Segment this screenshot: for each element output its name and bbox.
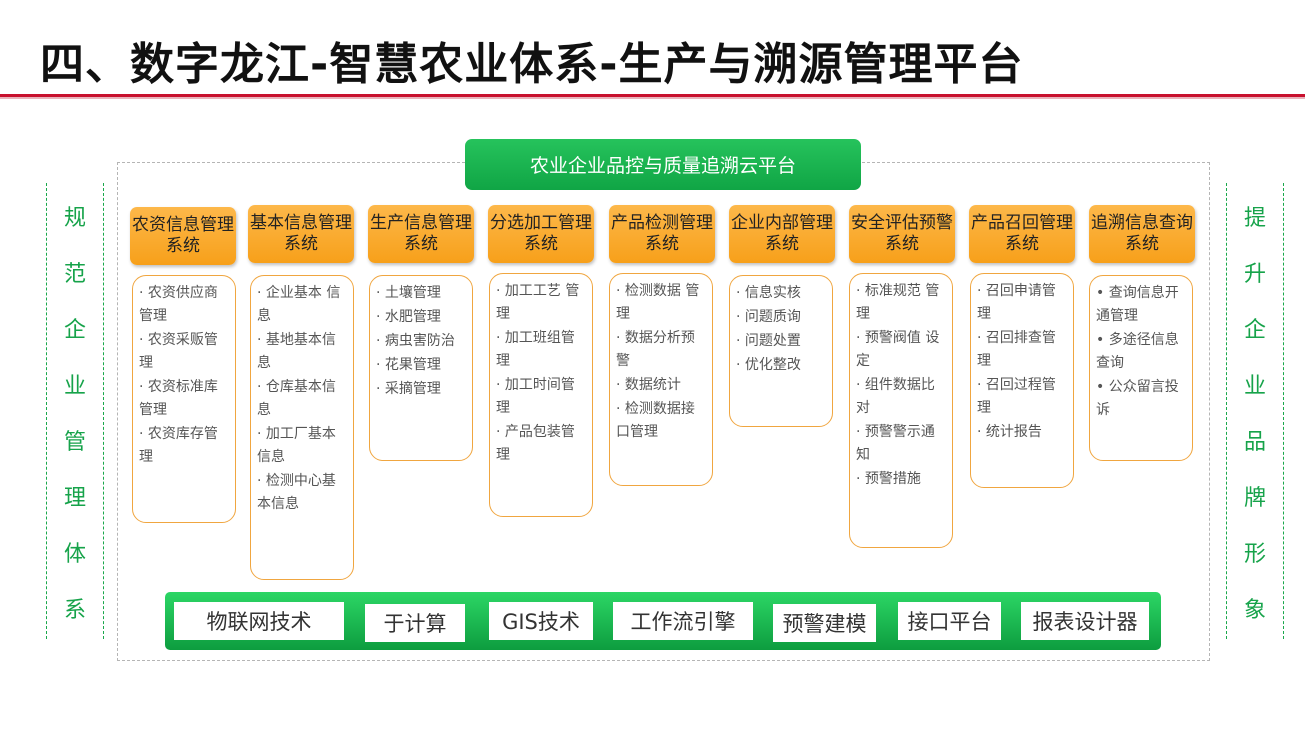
module-body-inspection: · 检测数据 管理 · 数据分析预 警 · 数据统计 · 检测数据接 口管理 (609, 273, 713, 486)
module-item: · 统计报告 (977, 424, 1042, 440)
module-item: · 花果管理 (376, 357, 441, 373)
module-body-production: · 土壤管理 · 水肥管理 · 病虫害防治 · 花果管理 · 采摘管理 (369, 275, 473, 461)
module-item: · 仓库基本信 息 (257, 379, 336, 418)
module-header-safety: 安全评估预警系统 (849, 205, 955, 263)
module-body-internal: · 信息实核 · 问题质询 · 问题处置 · 优化整改 (729, 275, 833, 427)
module-item: · 预警措施 (856, 471, 921, 487)
module-header-internal: 企业内部管理系统 (729, 205, 835, 263)
tech-interface: 接口平台 (898, 602, 1001, 640)
module-item: · 水肥管理 (376, 309, 441, 325)
module-item: · 组件数据比 对 (856, 377, 935, 416)
module-item: · 召回申请管理 (977, 283, 1056, 322)
page-title: 四、数字龙江-智慧农业体系-生产与溯源管理平台 (40, 39, 1024, 90)
module-body-agri-supplies: · 农资供应商 管理 · 农资采贩管理 · 农资标准库 管理 · 农资库存管 理 (132, 275, 236, 523)
module-item: · 农资采贩管理 (139, 332, 218, 371)
module-item: · 农资标准库 管理 (139, 379, 218, 418)
module-item: · 预警阀值 设定 (856, 330, 940, 369)
module-item: · 加工工艺 管理 (496, 283, 580, 322)
module-item: · 预警警示通 知 (856, 424, 935, 463)
right-side-char: 业 (1243, 374, 1266, 399)
tech-cloud: 于计算 (365, 604, 465, 642)
module-header-inspection: 产品检测管理系统 (609, 205, 715, 263)
module-body-trace-query: • 查询信息开通管理 • 多途径信息查询 • 公众留言投诉 (1089, 275, 1193, 461)
left-side-panel: 规范企业管理体系 (46, 183, 104, 639)
module-item: · 产品包装管 理 (496, 424, 575, 463)
title-divider-shadow (0, 97, 1305, 99)
module-item: · 检测中心基本信息 (257, 473, 336, 512)
module-header-trace-query: 追溯信息查询系统 (1089, 205, 1195, 263)
module-item: · 优化整改 (736, 357, 801, 373)
module-item: · 检测数据接 口管理 (616, 401, 695, 440)
module-item: • 公众留言投诉 (1096, 379, 1179, 418)
right-side-char: 品 (1243, 430, 1266, 455)
module-header-processing: 分选加工管理系统 (488, 205, 594, 263)
tech-gis: GIS技术 (489, 602, 593, 640)
module-header-basic-info: 基本信息管理系统 (248, 205, 354, 263)
module-item: · 病虫害防治 (376, 333, 455, 349)
module-item: · 信息实核 (736, 285, 801, 301)
module-item: · 加工时间管理 (496, 377, 575, 416)
tech-workflow: 工作流引擎 (613, 602, 753, 640)
module-body-basic-info: · 企业基本 信息 · 基地基本信 息 · 仓库基本信 息 · 加工厂基本 信息 · 检… (250, 275, 354, 580)
right-side-panel: 提升企业品牌形象 (1226, 183, 1284, 639)
module-item: · 加工班组管 理 (496, 330, 575, 369)
platform-banner: 农业企业品控与质量追溯云平台 (465, 139, 861, 190)
module-item: · 企业基本 信息 (257, 285, 341, 324)
module-item: • 查询信息开通管理 (1096, 285, 1179, 324)
right-side-char: 提 (1243, 206, 1266, 231)
module-header-production: 生产信息管理系统 (368, 205, 474, 263)
module-item: · 问题质询 (736, 309, 801, 325)
module-body-safety: · 标准规范 管理 · 预警阀值 设定 · 组件数据比 对 · 预警警示通 知 · 预警… (849, 273, 953, 548)
tech-iot: 物联网技术 (174, 602, 344, 640)
left-side-char: 范 (63, 262, 86, 287)
right-side-char: 象 (1243, 598, 1266, 623)
title-divider (0, 94, 1305, 97)
left-side-char: 系 (63, 598, 86, 623)
left-side-char: 业 (63, 374, 86, 399)
module-item: · 加工厂基本 信息 (257, 426, 336, 465)
module-item: · 召回过程管理 (977, 377, 1056, 416)
module-item: · 检测数据 管理 (616, 283, 700, 322)
module-body-processing: · 加工工艺 管理 · 加工班组管 理 · 加工时间管理 · 产品包装管 理 (489, 273, 593, 517)
left-side-char: 管 (63, 430, 86, 455)
tech-report-designer: 报表设计器 (1021, 602, 1149, 640)
right-side-char: 升 (1243, 262, 1266, 287)
module-item: · 标准规范 管理 (856, 283, 940, 322)
left-side-char: 规 (63, 206, 86, 231)
left-side-char: 体 (63, 542, 86, 567)
module-item: · 农资库存管 理 (139, 426, 218, 465)
left-side-char: 企 (63, 318, 86, 343)
module-body-recall: · 召回申请管理 · 召回排查管理 · 召回过程管理 · 统计报告 (970, 273, 1074, 488)
tech-warning-model: 预警建模 (773, 604, 876, 642)
module-item: · 问题处置 (736, 333, 801, 349)
module-header-recall: 产品召回管理系统 (969, 205, 1075, 263)
module-header-agri-supplies: 农资信息管理系统 (130, 207, 236, 265)
module-item: · 召回排查管理 (977, 330, 1056, 369)
module-item: · 基地基本信 息 (257, 332, 336, 371)
module-item: · 数据分析预 警 (616, 330, 695, 369)
right-side-char: 牌 (1243, 486, 1266, 511)
module-item: · 土壤管理 (376, 285, 441, 301)
module-item: • 多途径信息查询 (1096, 332, 1179, 371)
right-side-char: 企 (1243, 318, 1266, 343)
module-item: · 采摘管理 (376, 381, 441, 397)
module-item: · 数据统计 (616, 377, 681, 393)
module-item: · 农资供应商 管理 (139, 285, 218, 324)
left-side-char: 理 (63, 486, 86, 511)
right-side-char: 形 (1243, 542, 1266, 567)
